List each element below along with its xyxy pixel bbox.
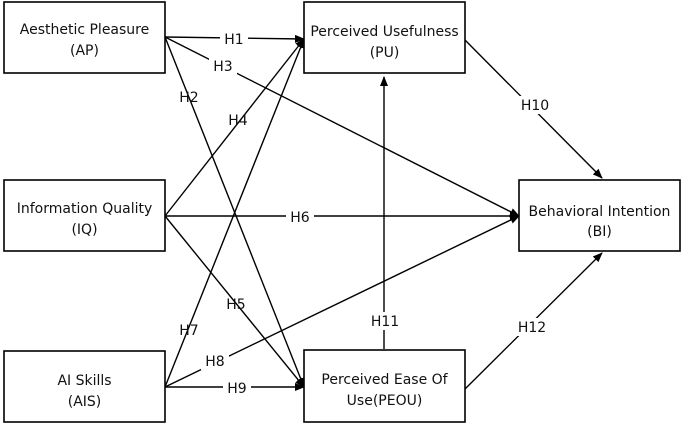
edge-h7-line — [164, 38, 305, 388]
node-box — [518, 179, 681, 252]
node-label-line1: AI Skills — [57, 373, 111, 389]
node-perceived-ease-of-use: Perceived Ease Of Use(PEOU) — [303, 349, 466, 423]
node-box — [303, 1, 466, 74]
edge-h10-label: H10 — [521, 98, 549, 114]
edge-h7-label: H7 — [179, 323, 198, 339]
node-label-line2: (AIS) — [68, 394, 102, 410]
edge-h9-label: H9 — [227, 381, 246, 397]
node-label-line1: Perceived Ease Of — [321, 372, 448, 388]
node-box — [303, 349, 466, 423]
node-label-line2: Use(PEOU) — [347, 393, 423, 409]
node-information-quality: Information Quality (IQ) — [3, 179, 166, 252]
node-label-line1: Behavioral Intention — [529, 204, 671, 220]
edge-h11-label: H11 — [371, 314, 399, 330]
edge-h8-label: H8 — [205, 354, 224, 370]
node-label-line2: (BI) — [587, 224, 612, 240]
node-label-line2: (AP) — [70, 43, 99, 59]
edge-h6-label: H6 — [290, 210, 310, 226]
edge-h12-label: H12 — [518, 320, 546, 336]
node-perceived-usefulness: Perceived Usefulness (PU) — [303, 1, 466, 74]
edge-h3-label: H3 — [213, 59, 232, 75]
edge-h5-label: H5 — [226, 297, 245, 313]
node-label-line1: Information Quality — [17, 201, 153, 217]
node-ai-skills: AI Skills (AIS) — [3, 350, 166, 423]
node-box — [3, 350, 166, 423]
node-label-line1: Perceived Usefulness — [310, 24, 458, 40]
node-behavioral-intention: Behavioral Intention (BI) — [518, 179, 681, 252]
node-box — [3, 1, 166, 74]
edge-h1-label: H1 — [224, 32, 243, 48]
edge-h4-label: H4 — [228, 113, 248, 129]
node-aesthetic-pleasure: Aesthetic Pleasure (AP) — [3, 1, 166, 74]
node-box — [3, 179, 166, 252]
node-label-line2: (IQ) — [71, 222, 97, 238]
edge-labels: H1 H2 H3 H4 H5 H6 H7 H8 H9 H10 H11 H12 — [179, 30, 554, 397]
node-label-line1: Aesthetic Pleasure — [20, 22, 150, 38]
edge-h2-label: H2 — [179, 90, 198, 106]
edge-h5-line — [164, 215, 305, 388]
node-label-line2: (PU) — [370, 45, 400, 61]
edge-h4-line — [164, 38, 305, 217]
